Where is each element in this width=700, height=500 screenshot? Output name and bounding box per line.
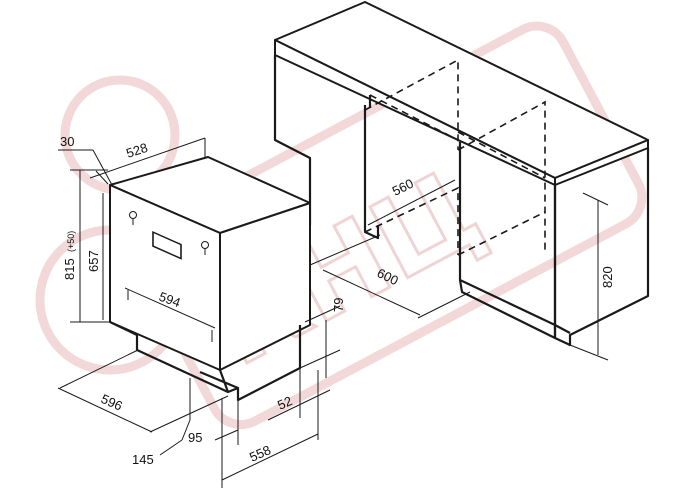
dim-558: 558 xyxy=(247,442,273,465)
dimension-lines xyxy=(57,137,609,488)
hanging-slot-left xyxy=(129,211,137,225)
dim-657: 657 xyxy=(86,250,101,272)
dim-820: 820 xyxy=(600,266,615,288)
dim-528: 528 xyxy=(124,140,149,161)
hanging-slot-right xyxy=(201,241,209,255)
dim-815-suffix: (+50) xyxy=(66,231,76,252)
dim-52: 52 xyxy=(275,393,294,413)
dim-30: 30 xyxy=(60,134,74,149)
dim-79: 79 xyxy=(331,298,346,312)
kitchen-cabinet xyxy=(273,1,650,347)
dim-95: 95 xyxy=(188,430,202,445)
dim-596: 596 xyxy=(99,391,125,414)
dim-145: 145 xyxy=(132,452,154,467)
dishwasher xyxy=(109,156,311,402)
dim-594: 594 xyxy=(157,289,183,311)
dim-815: 815 xyxy=(62,258,77,280)
